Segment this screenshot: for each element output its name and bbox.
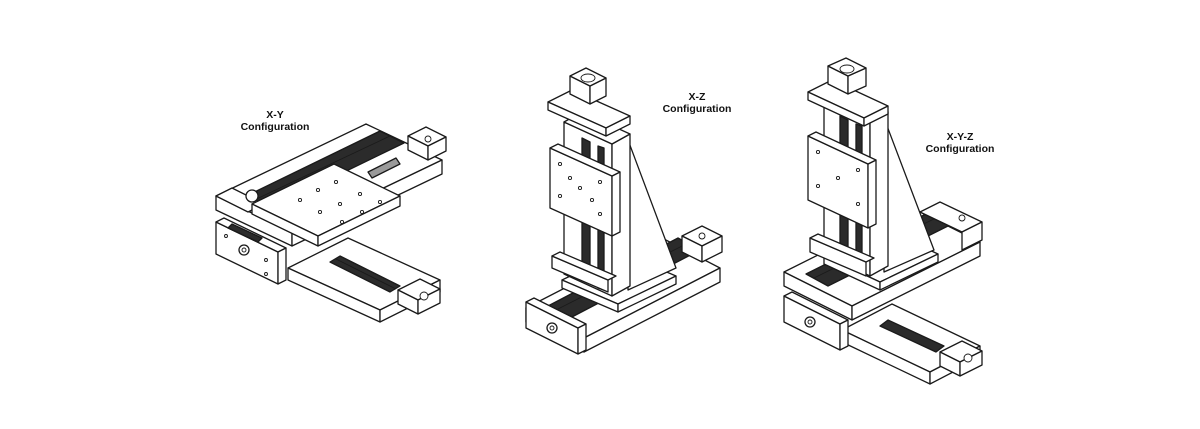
xyz-label-line2: Configuration [925,143,995,155]
xz-label-line1: X-Z [688,91,706,103]
xz-configuration-label: X-Z Configuration [656,91,738,115]
xy-label-line2: Configuration [240,121,310,133]
xy-configuration-label: X-Y Configuration [234,109,316,133]
xy-label-line1: X-Y [266,109,284,121]
xyz-configuration-label: X-Y-Z Configuration [918,131,1002,155]
xyz-configuration-figure [783,57,983,385]
xz-label-line2: Configuration [662,103,732,115]
xy-configuration-figure [215,123,447,323]
xyz-label-line1: X-Y-Z [946,131,974,143]
xz-configuration-figure [525,67,723,355]
